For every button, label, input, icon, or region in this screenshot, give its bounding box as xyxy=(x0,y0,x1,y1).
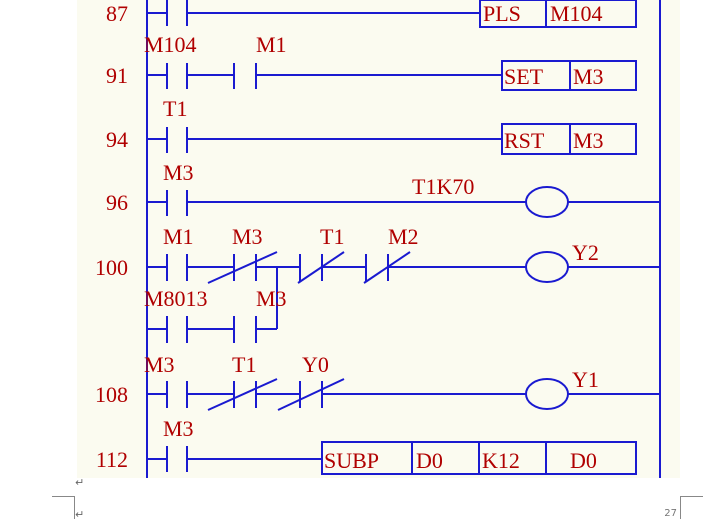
coil-label: Y2 xyxy=(572,240,599,265)
ladder-diagram-background xyxy=(77,0,680,478)
coil-y1 xyxy=(525,378,569,410)
paragraph-mark: ↵ xyxy=(75,508,85,521)
rung-96 xyxy=(147,186,660,218)
rung-number: 108 xyxy=(95,382,128,407)
contact-label: M1 xyxy=(256,32,287,57)
pls-box xyxy=(479,0,637,28)
subp-operand: D0 xyxy=(416,448,443,473)
contact-label: M3 xyxy=(232,224,263,249)
rung-number: 100 xyxy=(95,255,128,280)
coil-y2 xyxy=(525,251,569,283)
rst-instruction: RST xyxy=(504,128,545,153)
coil-t1 xyxy=(525,186,569,218)
subp-operand: D0 xyxy=(570,448,597,473)
rung-87 xyxy=(147,0,637,28)
set-operand: M3 xyxy=(573,64,604,89)
page-corner-mark xyxy=(680,496,703,519)
pls-operand: M104 xyxy=(550,1,603,26)
rung-number: 91 xyxy=(106,63,128,88)
contact-label: T1 xyxy=(232,352,256,377)
paragraph-mark: ↵ xyxy=(75,476,85,489)
coil-label: T1K70 xyxy=(412,174,474,199)
page-corner-mark xyxy=(52,496,75,519)
contact-label: M3 xyxy=(144,352,175,377)
rung-number: 96 xyxy=(106,190,128,215)
rung-number: 112 xyxy=(96,447,128,472)
contact-label: T1 xyxy=(163,96,187,121)
pls-instruction: PLS xyxy=(483,1,521,26)
branch-contact-label: M3 xyxy=(256,286,287,311)
contact-label: M104 xyxy=(144,32,197,57)
set-instruction: SET xyxy=(504,64,544,89)
rung-100 xyxy=(147,251,660,343)
rung-108 xyxy=(147,378,660,411)
contact-label: M3 xyxy=(163,416,194,441)
coil-label: Y1 xyxy=(572,367,599,392)
contact-label: Y0 xyxy=(302,352,329,377)
rung-91 xyxy=(147,60,637,91)
subp-instruction: SUBP xyxy=(324,448,379,473)
rung-112 xyxy=(147,441,637,475)
page-number: 27 xyxy=(664,508,677,519)
subp-operand: K12 xyxy=(482,448,520,473)
rung-number: 94 xyxy=(106,127,128,152)
rung-number: 87 xyxy=(106,1,128,26)
contact-label: M1 xyxy=(163,224,194,249)
contact-label: M2 xyxy=(388,224,419,249)
contact-label: M3 xyxy=(163,160,194,185)
branch-contact-label: M8013 xyxy=(144,286,208,311)
rung-94 xyxy=(147,123,637,155)
rst-operand: M3 xyxy=(573,128,604,153)
contact-label: T1 xyxy=(320,224,344,249)
